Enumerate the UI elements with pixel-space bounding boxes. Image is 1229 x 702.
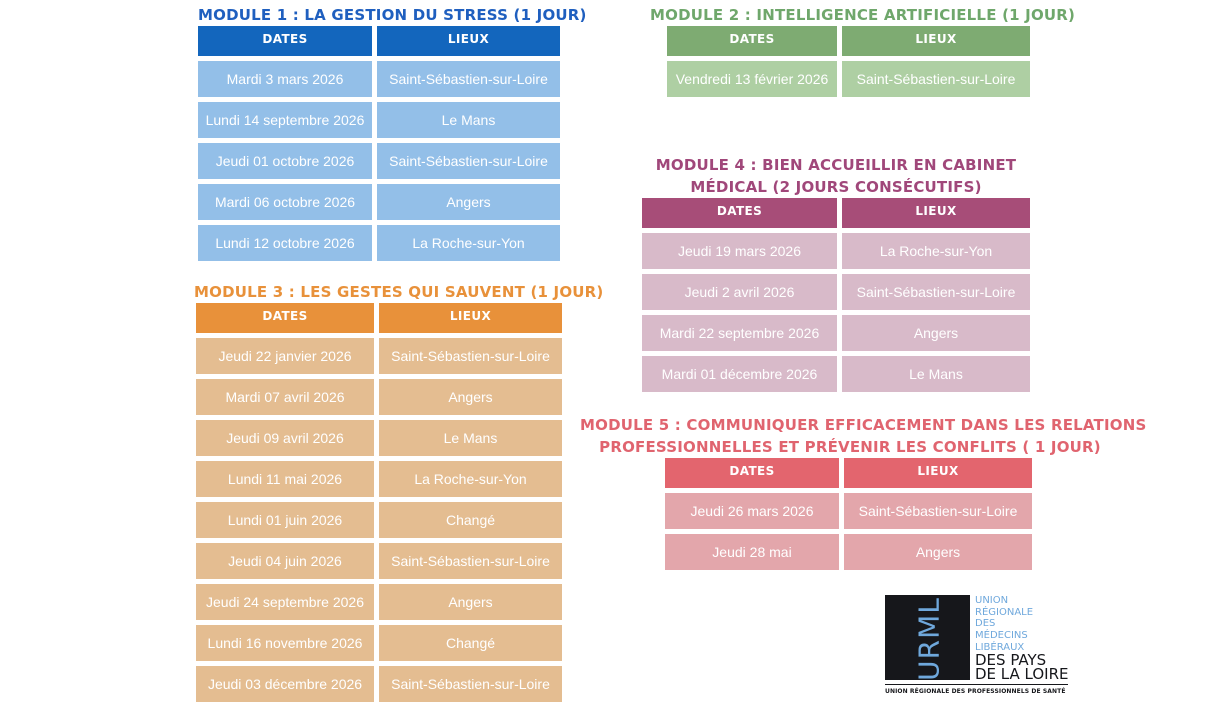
date-cell: Lundi 01 juin 2026: [196, 502, 374, 538]
lieu-cell: Saint-Sébastien-sur-Loire: [377, 61, 560, 97]
module-2: Module 2 : Intelligence artificielle (1 …: [650, 4, 1076, 97]
header-lieux: LIEUX: [379, 303, 562, 333]
date-cell: Lundi 14 septembre 2026: [198, 102, 372, 138]
module-1: Module 1 : La gestion du stress (1 jour)…: [198, 4, 587, 261]
header-lieux: LIEUX: [844, 458, 1032, 488]
module-4: Module 4 : Bien accueillir en cabinet mé…: [630, 154, 1042, 392]
module-1-title: Module 1 : La gestion du stress (1 jour): [198, 6, 587, 24]
lieu-cell: Angers: [379, 379, 562, 415]
date-cell: Mardi 07 avril 2026: [196, 379, 374, 415]
date-cell: Jeudi 09 avril 2026: [196, 420, 374, 456]
header-lieux: LIEUX: [377, 26, 560, 56]
date-cell: Jeudi 28 mai: [665, 534, 839, 570]
module-4-title-line2: médical (2 jours consécutifs): [690, 178, 982, 196]
module-3-title: Module 3 : Les gestes qui sauvent (1 jou…: [194, 283, 604, 301]
logo-region-line1: des Pays: [975, 651, 1047, 669]
module-3: Module 3 : Les gestes qui sauvent (1 jou…: [194, 281, 604, 702]
lieu-cell: Le Mans: [379, 420, 562, 456]
module-5: Module 5 : Communiquer efficacement dans…: [580, 414, 1147, 570]
module-5-table: DATES LIEUX Jeudi 26 mars 2026 Saint-Séb…: [665, 458, 1120, 570]
lieu-cell: Le Mans: [377, 102, 560, 138]
module-5-title-line2: professionnelles et prévenir les conflit…: [599, 438, 1101, 456]
logo-text: Union Régionale des Médecins Libéraux: [975, 595, 1033, 654]
header-lieux: LIEUX: [842, 26, 1030, 56]
date-cell: Lundi 11 mai 2026: [196, 461, 374, 497]
lieu-cell: Angers: [379, 584, 562, 620]
header-dates: DATES: [642, 198, 837, 228]
module-3-table: DATES LIEUX Jeudi 22 janvier 2026 Saint-…: [196, 303, 566, 702]
date-cell: Jeudi 19 mars 2026: [642, 233, 837, 269]
module-2-table: DATES LIEUX Vendredi 13 février 2026 Sai…: [667, 26, 1030, 97]
date-cell: Lundi 12 octobre 2026: [198, 225, 372, 261]
module-5-title-line1: Module 5 : Communiquer efficacement dans…: [580, 416, 1147, 434]
date-cell: Vendredi 13 février 2026: [667, 61, 837, 97]
date-cell: Jeudi 26 mars 2026: [665, 493, 839, 529]
logo-line: Union: [975, 595, 1009, 606]
date-cell: Mardi 06 octobre 2026: [198, 184, 372, 220]
lieu-cell: La Roche-sur-Yon: [842, 233, 1030, 269]
module-4-table: DATES LIEUX Jeudi 19 mars 2026 La Roche-…: [642, 198, 1042, 392]
logo-line: Libéraux: [975, 641, 1025, 653]
lieu-cell: Saint-Sébastien-sur-Loire: [842, 61, 1030, 97]
logo-box: URML: [885, 595, 970, 681]
lieu-cell: Saint-Sébastien-sur-Loire: [379, 543, 562, 579]
lieu-cell: La Roche-sur-Yon: [377, 225, 560, 261]
lieu-cell: Angers: [844, 534, 1032, 570]
logo-footer: UNION RÉGIONALE DES PROFESSIONNELS DE SA…: [885, 688, 1066, 695]
header-dates: DATES: [667, 26, 837, 56]
date-cell: Jeudi 01 octobre 2026: [198, 143, 372, 179]
lieu-cell: Saint-Sébastien-sur-Loire: [842, 274, 1030, 310]
date-cell: Jeudi 22 janvier 2026: [196, 338, 374, 374]
lieu-cell: Saint-Sébastien-sur-Loire: [379, 666, 562, 702]
lieu-cell: Changé: [379, 502, 562, 538]
urml-logo: URML Union Régionale des Médecins Libéra…: [885, 595, 1075, 700]
lieu-cell: Le Mans: [842, 356, 1030, 392]
header-dates: DATES: [665, 458, 839, 488]
logo-divider: [885, 684, 1068, 685]
logo-line: Régionale: [975, 606, 1034, 618]
lieu-cell: Angers: [842, 315, 1030, 351]
date-cell: Jeudi 24 septembre 2026: [196, 584, 374, 620]
header-lieux: LIEUX: [842, 198, 1030, 228]
date-cell: Jeudi 03 décembre 2026: [196, 666, 374, 702]
date-cell: Mardi 01 décembre 2026: [642, 356, 837, 392]
logo-acronym: URML: [912, 597, 946, 681]
header-dates: DATES: [196, 303, 374, 333]
logo-line: des: [975, 618, 996, 630]
logo-region-line2: de la Loire: [975, 665, 1069, 683]
date-cell: Mardi 3 mars 2026: [198, 61, 372, 97]
logo-line: Médecins: [975, 630, 1028, 642]
lieu-cell: Saint-Sébastien-sur-Loire: [379, 338, 562, 374]
lieu-cell: Angers: [377, 184, 560, 220]
date-cell: Mardi 22 septembre 2026: [642, 315, 837, 351]
module-1-table: DATES LIEUX Mardi 3 mars 2026 Saint-Séba…: [198, 26, 560, 261]
lieu-cell: Saint-Sébastien-sur-Loire: [377, 143, 560, 179]
module-2-title: Module 2 : Intelligence artificielle (1 …: [650, 6, 1076, 24]
header-dates: DATES: [198, 26, 372, 56]
module-4-title-line1: Module 4 : Bien accueillir en cabinet: [655, 156, 1017, 174]
date-cell: Lundi 16 novembre 2026: [196, 625, 374, 661]
lieu-cell: Changé: [379, 625, 562, 661]
lieu-cell: La Roche-sur-Yon: [379, 461, 562, 497]
lieu-cell: Saint-Sébastien-sur-Loire: [844, 493, 1032, 529]
date-cell: Jeudi 2 avril 2026: [642, 274, 837, 310]
date-cell: Jeudi 04 juin 2026: [196, 543, 374, 579]
logo-region: des Pays de la Loire: [975, 651, 1069, 683]
